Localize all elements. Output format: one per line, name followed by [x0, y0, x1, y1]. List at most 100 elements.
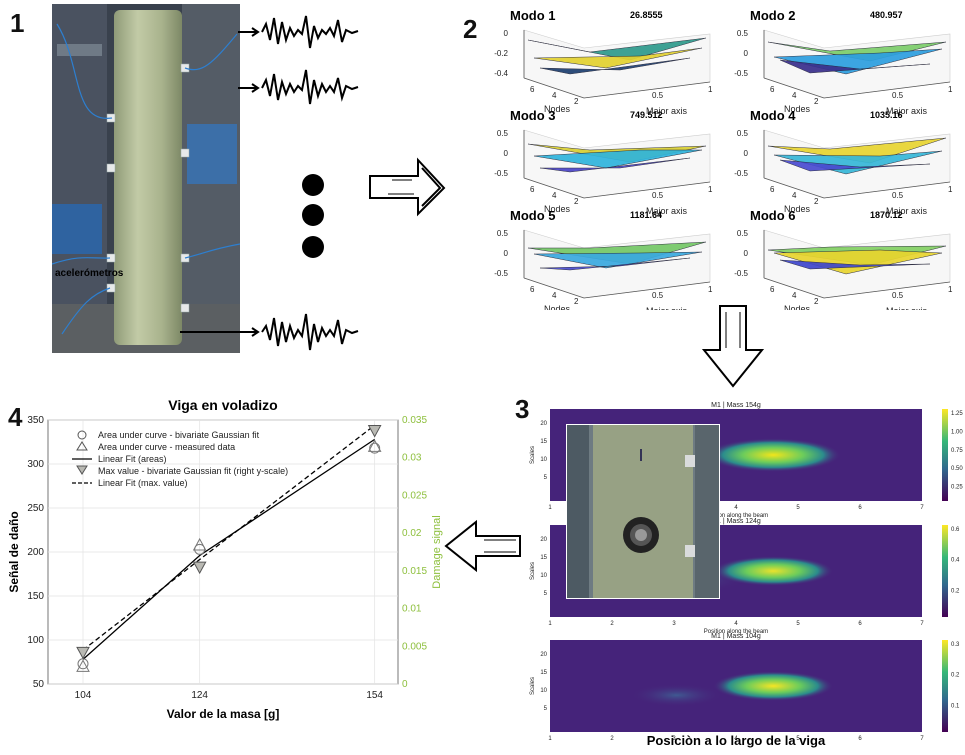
mode-title: Modo 5	[510, 208, 556, 223]
accelerometer-label: acelerómetros	[55, 268, 124, 279]
scalogram-x-tick: 6	[858, 505, 862, 511]
mode-frequency: 1181.64	[630, 210, 662, 220]
mode-z-tick: 0	[744, 249, 749, 258]
mode-surface-patch	[539, 257, 691, 271]
scalogram-colorbar-tick: 0.75	[951, 448, 963, 454]
scalogram-y-tick: 10	[540, 688, 547, 694]
mode-node-tick: 4	[792, 91, 797, 100]
mode-z-tick: 0	[744, 149, 749, 158]
y2-tick-label: 0	[402, 679, 408, 690]
mode-node-tick: 6	[530, 185, 535, 194]
y2-tick-label: 0.01	[402, 604, 422, 615]
step-number-2: 2	[463, 14, 478, 44]
mode-major-label: Major axis	[886, 206, 928, 216]
mode-major-tick: 1	[948, 85, 953, 94]
scalogram-x-tick: 2	[610, 621, 614, 627]
y2-tick-label: 0.02	[402, 528, 422, 539]
y2-tick-label: 0.025	[402, 490, 427, 501]
mode-major-tick: 0.5	[892, 91, 904, 100]
mode-z-tick: 0	[504, 249, 509, 258]
left-arrow-icon	[444, 519, 521, 573]
mode-nodes-label: Nodes	[544, 304, 571, 310]
scalogram-position-title: Posiciòn a lo largo de la viga	[647, 733, 826, 748]
mode-title: Modo 4	[750, 108, 796, 123]
mode-node-tick: 2	[574, 197, 579, 206]
mode-node-tick: 4	[552, 191, 557, 200]
scalogram-title: M1 | Mass 124g	[711, 518, 761, 525]
mode-surface-patch	[779, 259, 931, 270]
scalogram-main-blob	[550, 640, 922, 732]
mode-z-tick: 0	[504, 149, 509, 158]
signal-waveform-2	[261, 69, 359, 105]
scalogram-x-tick: 7	[920, 736, 924, 742]
scalogram-y-tick: 5	[544, 591, 548, 597]
mode-major-label: Major axis	[886, 106, 928, 116]
scalogram-colorbar-tick: 0.25	[951, 485, 963, 491]
signal-waveform-1	[261, 15, 359, 49]
scalogram-x-tick: 4	[734, 505, 738, 511]
mode-node-tick: 4	[552, 291, 557, 300]
mode-major-tick: 1	[948, 185, 953, 194]
down-arrow-icon	[701, 305, 765, 388]
marker-down-triangle	[192, 561, 207, 575]
mode-z-tick: -0.5	[734, 269, 748, 278]
scalogram-y-tick: 15	[540, 555, 547, 561]
scalogram-colorbar-tick: 1.00	[951, 429, 963, 435]
mode-title: Modo 2	[750, 8, 796, 23]
scalogram-y-tick: 10	[540, 573, 547, 579]
fit-line-max-value	[82, 424, 376, 651]
mode-surface-patch	[779, 59, 931, 74]
mode-major-tick: 0.5	[652, 291, 664, 300]
scalogram-x-tick: 5	[796, 505, 800, 511]
signal-illustrations	[180, 15, 446, 351]
mode-title: Modo 3	[510, 108, 556, 123]
mode-node-tick: 4	[792, 291, 797, 300]
mode-axis-floor	[523, 277, 711, 299]
mode-z-tick: 0	[744, 49, 749, 58]
mode-node-tick: 6	[770, 85, 775, 94]
scalogram-y-tick: 20	[540, 652, 547, 658]
mode-frequency: 480.957	[870, 10, 903, 20]
signal-waveform-3	[261, 313, 359, 351]
mode-frequency: 26.8555	[630, 10, 663, 20]
scalogram-colorbar-tick: 0.2	[951, 673, 960, 679]
mode-surface-patch	[539, 157, 691, 173]
scalogram-x-tick: 7	[920, 505, 924, 511]
legend-icon-down-triangle	[76, 465, 88, 475]
x-tick-label: 154	[366, 690, 383, 701]
scalogram-colorbar	[942, 640, 948, 732]
mode-frequency: 1870.12	[870, 210, 903, 220]
mode-node-tick: 6	[770, 185, 775, 194]
scalogram-x-tick: 1	[548, 736, 552, 742]
mode-title: Modo 6	[750, 208, 796, 223]
ellipsis-dot-2	[302, 204, 324, 226]
scalogram-x-tick: 1	[548, 621, 552, 627]
mode-surface-patch	[527, 37, 707, 61]
mode-major-label: Major axis	[646, 206, 688, 216]
mode-node-tick: 2	[574, 297, 579, 306]
scalogram-colorbar	[942, 525, 948, 617]
y-axis-label: Señal de daño	[7, 511, 21, 592]
mode-surface-patch	[533, 47, 703, 69]
scalogram-y-label: Scales	[530, 677, 536, 695]
mode-major-tick: 1	[708, 85, 713, 94]
scalogram-x-tick: 6	[858, 621, 862, 627]
scalogram-y-tick: 5	[544, 475, 548, 481]
y2-axis-label: Damage signal	[431, 515, 443, 588]
legend-entry: Max value - bivariate Gaussian fit (righ…	[98, 466, 288, 476]
legend-entry: Linear Fit (areas)	[98, 454, 167, 464]
mode-major-tick: 0.5	[652, 191, 664, 200]
mode-z-tick: 0	[504, 29, 509, 38]
legend-entry: Area under curve - bivariate Gaussian fi…	[98, 430, 260, 440]
scalogram-colorbar-tick: 0.6	[951, 527, 960, 533]
y-tick-label: 250	[27, 503, 44, 514]
scalogram-x-tick: 1	[548, 505, 552, 511]
x-tick-label: 104	[75, 690, 92, 701]
mode-nodes-label: Nodes	[784, 204, 811, 214]
marker-down-triangle	[367, 425, 382, 438]
